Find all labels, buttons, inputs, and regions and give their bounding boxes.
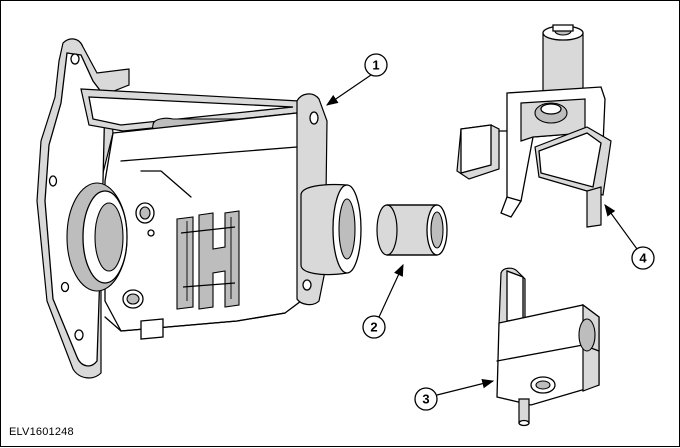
callout-4: 4 xyxy=(604,204,655,270)
callout-1: 1 xyxy=(326,53,388,106)
bushing xyxy=(376,204,448,256)
lever-assembly xyxy=(456,24,612,228)
callout-2-number: 2 xyxy=(370,320,377,335)
callout-4-circle xyxy=(631,246,655,270)
callout-3: 3 xyxy=(414,378,495,411)
callout-1-circle xyxy=(364,53,388,77)
housing-assembly xyxy=(36,38,362,379)
switch-block xyxy=(496,267,600,427)
callout-3-number: 3 xyxy=(422,392,429,407)
callout-2-circle xyxy=(362,315,386,339)
shaft-boss xyxy=(300,183,362,276)
callout-4-number: 4 xyxy=(639,251,647,266)
callout-3-circle xyxy=(414,387,438,411)
callout-2: 2 xyxy=(362,263,404,339)
figure-id-label: ELV1601248 xyxy=(9,426,74,438)
gate-pattern xyxy=(176,210,240,310)
bottom-tab xyxy=(140,318,164,340)
callout-1-number: 1 xyxy=(372,58,379,73)
